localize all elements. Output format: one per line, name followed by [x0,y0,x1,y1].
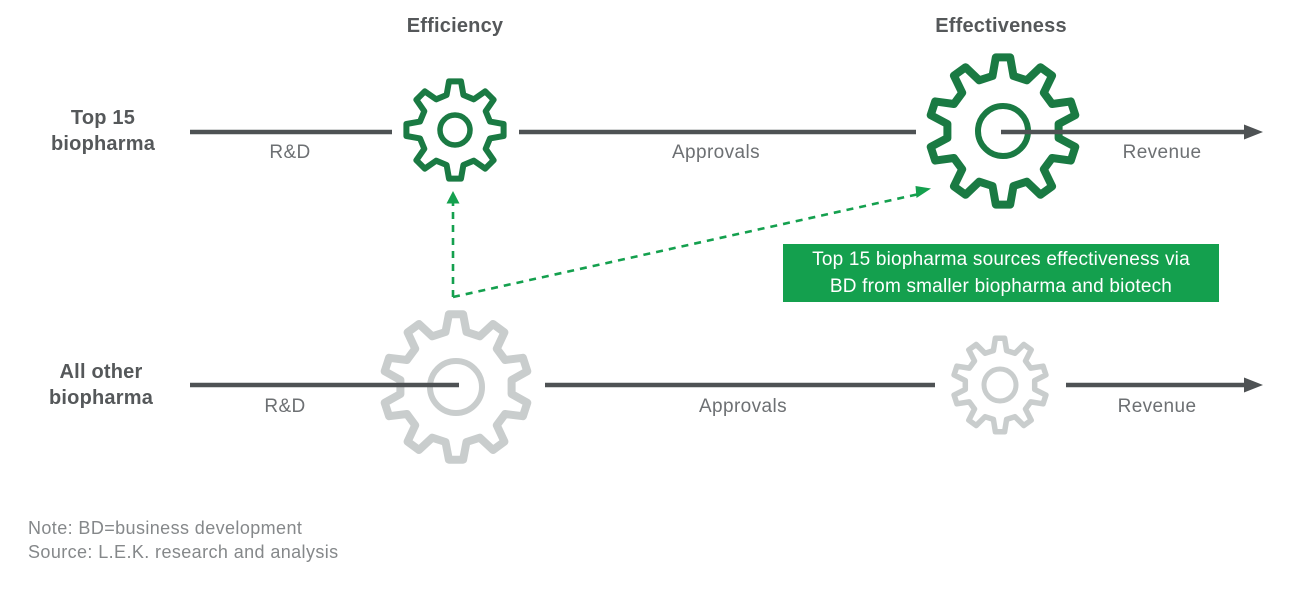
callout-line2: BD from smaller biopharma and biotech [829,276,1173,297]
column-header-effectiveness: Effectiveness [935,15,1067,37]
dashed-arrow-diagonal [452,192,920,299]
dashed-arrowhead-diagonal [915,186,931,198]
stage-label-revenue-top: Revenue [1122,142,1202,163]
gear-icon [951,335,1049,435]
flow-lines-overlay [190,124,1263,388]
row-label-line1: Top 15 [70,107,136,129]
bd-sourcing-arrows [446,186,931,299]
row-label-all-other: All other biopharma [49,359,153,411]
row-label-line2: biopharma [48,387,154,409]
stage-label-revenue-bottom: Revenue [1117,396,1197,417]
bottom-flow-arrowhead [1244,377,1263,393]
stage-label-rd-bottom: R&D [264,396,306,417]
callout-line1: Top 15 biopharma sources effectiveness v… [812,249,1190,270]
stage-label-approvals-top: Approvals [671,142,761,163]
top-flow-arrowhead [1244,124,1263,140]
source-text: Source: L.E.K. research and analysis [28,542,339,562]
stage-label-approvals-bottom: Approvals [698,396,788,417]
row-label-line1: All other [59,361,143,383]
note-text: Note: BD=business development [28,518,303,538]
footnotes: Note: BD=business development Source: L.… [28,516,339,564]
gear-hub [981,366,1019,404]
stage-label-rd-top: R&D [269,142,311,163]
dashed-arrowhead-up [446,191,460,204]
callout-bd-sourcing: Top 15 biopharma sources effectiveness v… [783,244,1219,302]
row-label-line2: biopharma [50,133,156,155]
row-label-top15: Top 15 biopharma [51,105,155,157]
flow-lines-base [190,129,1263,393]
column-header-efficiency: Efficiency [406,15,504,37]
gear-icon [403,78,507,182]
gear-hub [437,112,473,148]
